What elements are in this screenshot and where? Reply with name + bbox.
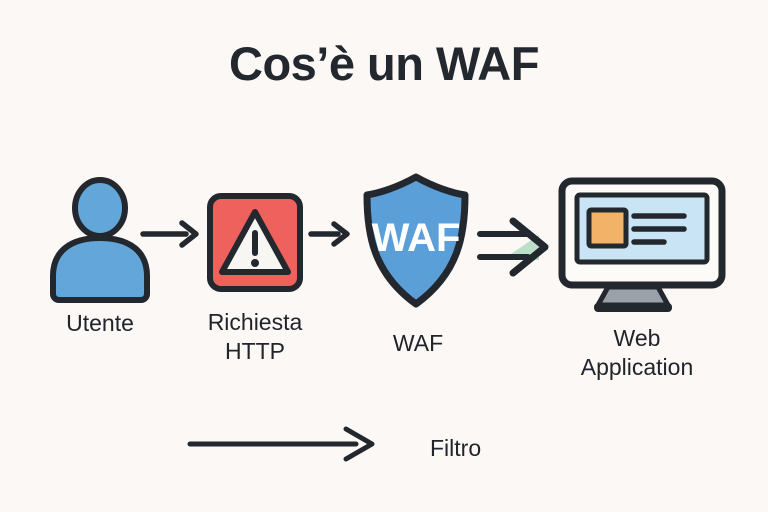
legend-arrow-right-icon [187, 426, 375, 462]
monitor-base [594, 303, 672, 312]
label-web-application: Web Application [580, 325, 694, 380]
warning-triangle-icon [207, 193, 303, 292]
legend-label-filtro: Filtro [430, 435, 482, 461]
exclamation-dot [251, 259, 259, 267]
shield-icon: WAF [363, 173, 469, 308]
double-arrow-filter-icon [477, 217, 549, 277]
label-richiesta-http: Richiesta HTTP [207, 309, 303, 364]
shield-waf-text: WAF [372, 216, 461, 260]
shield-shape [363, 173, 469, 308]
monitor-icon [558, 177, 726, 312]
screen-image-block [586, 207, 629, 249]
person-body [50, 235, 150, 303]
label-waf: WAF [392, 330, 444, 356]
monitor-stand [595, 284, 671, 308]
person-icon [50, 177, 150, 303]
person-head [72, 177, 128, 239]
label-utente: Utente [66, 310, 134, 336]
filter-wedge [502, 235, 539, 260]
arrow-right-icon [308, 221, 350, 247]
page-title: Cos’è un WAF [229, 37, 539, 90]
arrow-right-icon [140, 220, 199, 248]
